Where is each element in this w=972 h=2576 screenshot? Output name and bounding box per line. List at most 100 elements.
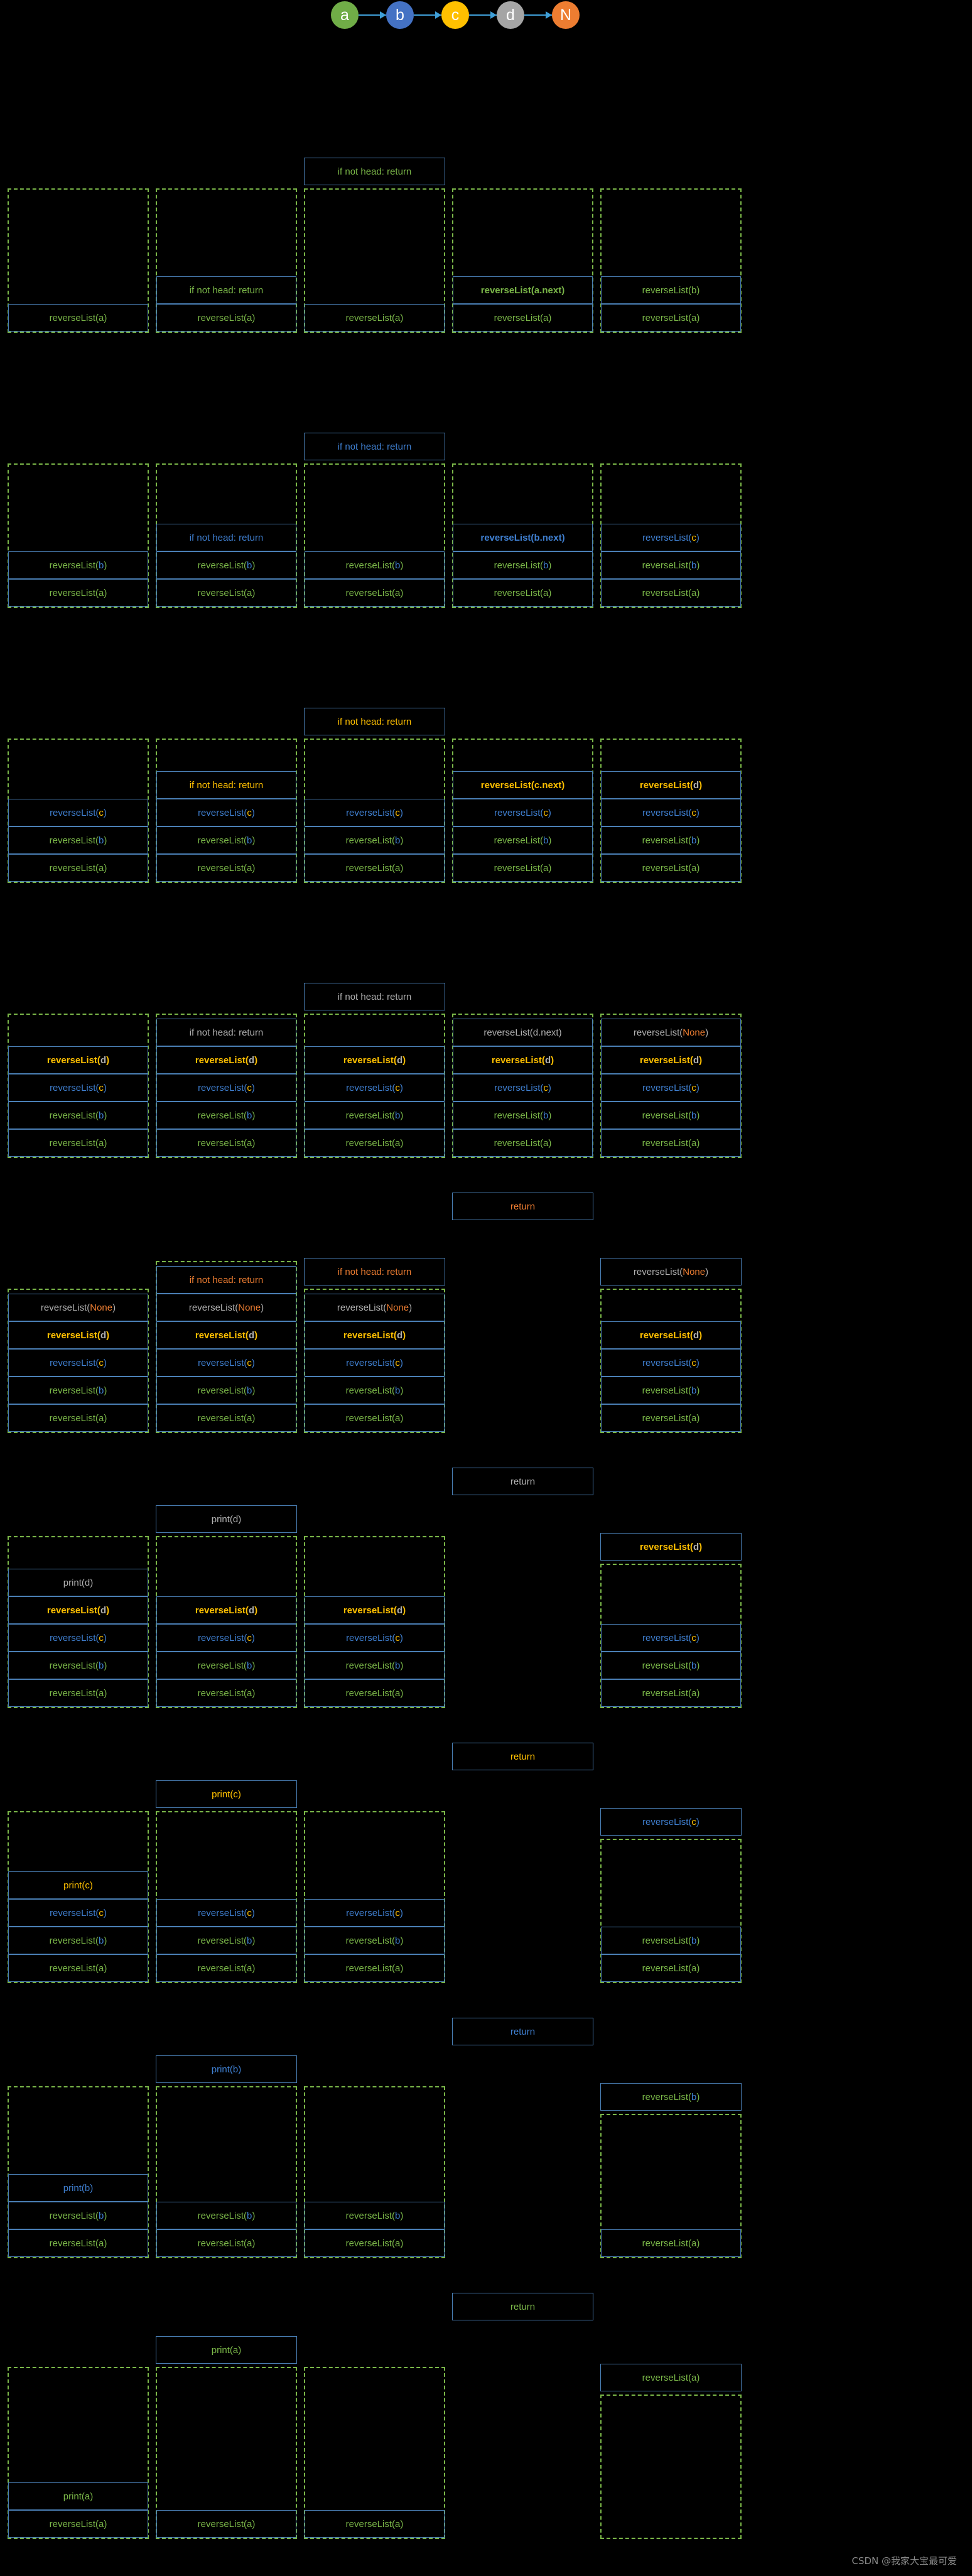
stack-frame-row[interactable]: reverseList(c) xyxy=(8,1899,148,1927)
stack-frame-row[interactable]: reverseList(b) xyxy=(305,2202,445,2229)
stack-frame-row[interactable]: reverseList(d) xyxy=(156,1046,296,1074)
popped-frame-box[interactable]: reverseList(a) xyxy=(600,2364,742,2391)
stack-frame-row[interactable]: reverseList(c) xyxy=(8,1349,148,1377)
stack-frame-row[interactable]: if not head: return xyxy=(156,1019,296,1046)
stack-frame-row[interactable]: reverseList(c) xyxy=(601,1349,741,1377)
stack-frame-row[interactable]: reverseList(a) xyxy=(305,2510,445,2538)
stack-frame-row[interactable]: reverseList(a) xyxy=(8,1954,148,1982)
return-box[interactable]: return xyxy=(452,1468,593,1495)
stack-frame-row[interactable]: reverseList(b) xyxy=(156,826,296,854)
stack-frame-row[interactable]: reverseList(b) xyxy=(156,551,296,579)
stack-frame-row[interactable]: reverseList(d) xyxy=(8,1321,148,1349)
stack-frame-row[interactable]: reverseList(a) xyxy=(8,304,148,332)
stack-frame-row[interactable]: reverseList(b) xyxy=(156,2202,296,2229)
stack-frame-row[interactable]: reverseList(a) xyxy=(156,1679,296,1707)
stack-frame-row[interactable]: reverseList(b) xyxy=(8,1927,148,1954)
stack-frame-row[interactable]: reverseList(d) xyxy=(305,1046,445,1074)
next-statement-box[interactable]: print(c) xyxy=(156,1780,297,1808)
stack-frame-row[interactable]: reverseList(c) xyxy=(305,1349,445,1377)
stack-frame-row[interactable]: reverseList(d) xyxy=(156,1321,296,1349)
stack-frame-row[interactable]: reverseList(b) xyxy=(601,1377,741,1404)
popped-frame-box[interactable]: reverseList(None) xyxy=(600,1258,742,1285)
next-statement-box[interactable]: if not head: return xyxy=(304,1258,445,1285)
stack-frame-row[interactable]: reverseList(a) xyxy=(156,854,296,882)
stack-frame-row[interactable]: reverseList(b) xyxy=(601,276,741,304)
stack-frame-row[interactable]: reverseList(a) xyxy=(601,854,741,882)
stack-frame-row[interactable]: reverseList(a) xyxy=(453,579,593,607)
stack-frame-row[interactable]: reverseList(b) xyxy=(156,1927,296,1954)
stack-frame-row[interactable]: reverseList(a) xyxy=(305,1404,445,1432)
stack-frame-row[interactable]: reverseList(a) xyxy=(601,1679,741,1707)
stack-frame-row[interactable]: reverseList(b) xyxy=(156,1652,296,1679)
stack-frame-row[interactable]: reverseList(b) xyxy=(453,551,593,579)
stack-frame-row[interactable]: reverseList(b) xyxy=(8,2202,148,2229)
next-statement-box[interactable]: print(b) xyxy=(156,2055,297,2083)
popped-frame-box[interactable]: reverseList(c) xyxy=(600,1808,742,1836)
stack-frame-row[interactable]: reverseList(c) xyxy=(156,1349,296,1377)
stack-frame-row[interactable]: reverseList(a) xyxy=(601,1129,741,1157)
stack-frame-row[interactable]: reverseList(a) xyxy=(305,854,445,882)
stack-frame-row[interactable]: reverseList(b) xyxy=(8,1377,148,1404)
stack-frame-row[interactable]: reverseList(c) xyxy=(453,1074,593,1101)
stack-frame-row[interactable]: reverseList(a) xyxy=(8,2510,148,2538)
stack-frame-row[interactable]: reverseList(a) xyxy=(156,304,296,332)
stack-frame-row[interactable]: reverseList(c) xyxy=(453,799,593,826)
stack-frame-row[interactable]: reverseList(b) xyxy=(8,1101,148,1129)
stack-frame-row[interactable]: reverseList(None) xyxy=(305,1294,445,1321)
stack-frame-row[interactable]: reverseList(a) xyxy=(601,304,741,332)
stack-frame-row[interactable]: reverseList(c) xyxy=(156,1899,296,1927)
stack-frame-row[interactable]: if not head: return xyxy=(156,771,296,799)
stack-frame-row[interactable]: reverseList(a) xyxy=(601,1954,741,1982)
stack-frame-row[interactable]: reverseList(b) xyxy=(8,551,148,579)
stack-frame-row[interactable]: reverseList(a) xyxy=(601,1404,741,1432)
stack-frame-row[interactable]: reverseList(a) xyxy=(156,1129,296,1157)
stack-frame-row[interactable]: reverseList(c) xyxy=(156,1624,296,1652)
stack-frame-row[interactable]: reverseList(c) xyxy=(305,799,445,826)
stack-frame-row[interactable]: reverseList(a) xyxy=(305,579,445,607)
stack-frame-row[interactable]: print(a) xyxy=(8,2482,148,2510)
stack-frame-row[interactable]: reverseList(c) xyxy=(8,799,148,826)
next-statement-box[interactable]: if not head: return xyxy=(304,983,445,1010)
next-statement-box[interactable]: print(d) xyxy=(156,1505,297,1533)
stack-frame-row[interactable]: reverseList(c) xyxy=(305,1624,445,1652)
next-statement-box[interactable]: if not head: return xyxy=(304,158,445,185)
next-statement-box[interactable]: if not head: return xyxy=(304,433,445,460)
stack-frame-row[interactable]: reverseList(b) xyxy=(601,1101,741,1129)
stack-frame-row[interactable]: reverseList(a) xyxy=(305,1954,445,1982)
stack-frame-row[interactable]: reverseList(a) xyxy=(601,579,741,607)
stack-frame-row[interactable]: reverseList(a) xyxy=(156,2229,296,2257)
stack-frame-row[interactable]: reverseList(c) xyxy=(156,799,296,826)
stack-frame-row[interactable]: reverseList(c) xyxy=(8,1074,148,1101)
return-box[interactable]: return xyxy=(452,1193,593,1220)
stack-frame-row[interactable]: reverseList(a) xyxy=(8,1404,148,1432)
stack-frame-row[interactable]: reverseList(d) xyxy=(8,1046,148,1074)
stack-frame-row[interactable]: reverseList(a) xyxy=(8,1679,148,1707)
return-box[interactable]: return xyxy=(452,1743,593,1770)
stack-frame-row[interactable]: if not head: return xyxy=(156,1266,296,1294)
stack-frame-row[interactable]: reverseList(b) xyxy=(601,551,741,579)
return-box[interactable]: return xyxy=(452,2293,593,2320)
stack-frame-row[interactable]: reverseList(a) xyxy=(8,1129,148,1157)
stack-frame-row[interactable]: reverseList(a) xyxy=(305,2229,445,2257)
stack-frame-row[interactable]: reverseList(b) xyxy=(8,826,148,854)
stack-frame-row[interactable]: reverseList(None) xyxy=(156,1294,296,1321)
stack-frame-row[interactable]: reverseList(b) xyxy=(601,1927,741,1954)
stack-frame-row[interactable]: reverseList(a.next) xyxy=(453,276,593,304)
stack-frame-row[interactable]: reverseList(b) xyxy=(8,1652,148,1679)
stack-frame-row[interactable]: reverseList(a) xyxy=(453,854,593,882)
stack-frame-row[interactable]: reverseList(None) xyxy=(8,1294,148,1321)
stack-frame-row[interactable]: reverseList(d) xyxy=(601,771,741,799)
stack-frame-row[interactable]: reverseList(b.next) xyxy=(453,524,593,551)
stack-frame-row[interactable]: reverseList(None) xyxy=(601,1019,741,1046)
stack-frame-row[interactable]: reverseList(a) xyxy=(8,854,148,882)
stack-frame-row[interactable]: reverseList(b) xyxy=(601,1652,741,1679)
stack-frame-row[interactable]: if not head: return xyxy=(156,276,296,304)
stack-frame-row[interactable]: reverseList(c) xyxy=(305,1899,445,1927)
stack-frame-row[interactable]: reverseList(d) xyxy=(305,1321,445,1349)
stack-frame-row[interactable]: reverseList(d) xyxy=(601,1046,741,1074)
stack-frame-row[interactable]: reverseList(b) xyxy=(453,826,593,854)
stack-frame-row[interactable]: reverseList(c) xyxy=(601,1074,741,1101)
stack-frame-row[interactable]: reverseList(b) xyxy=(156,1101,296,1129)
popped-frame-box[interactable]: reverseList(d) xyxy=(600,1533,742,1561)
stack-frame-row[interactable]: reverseList(d.next) xyxy=(453,1019,593,1046)
